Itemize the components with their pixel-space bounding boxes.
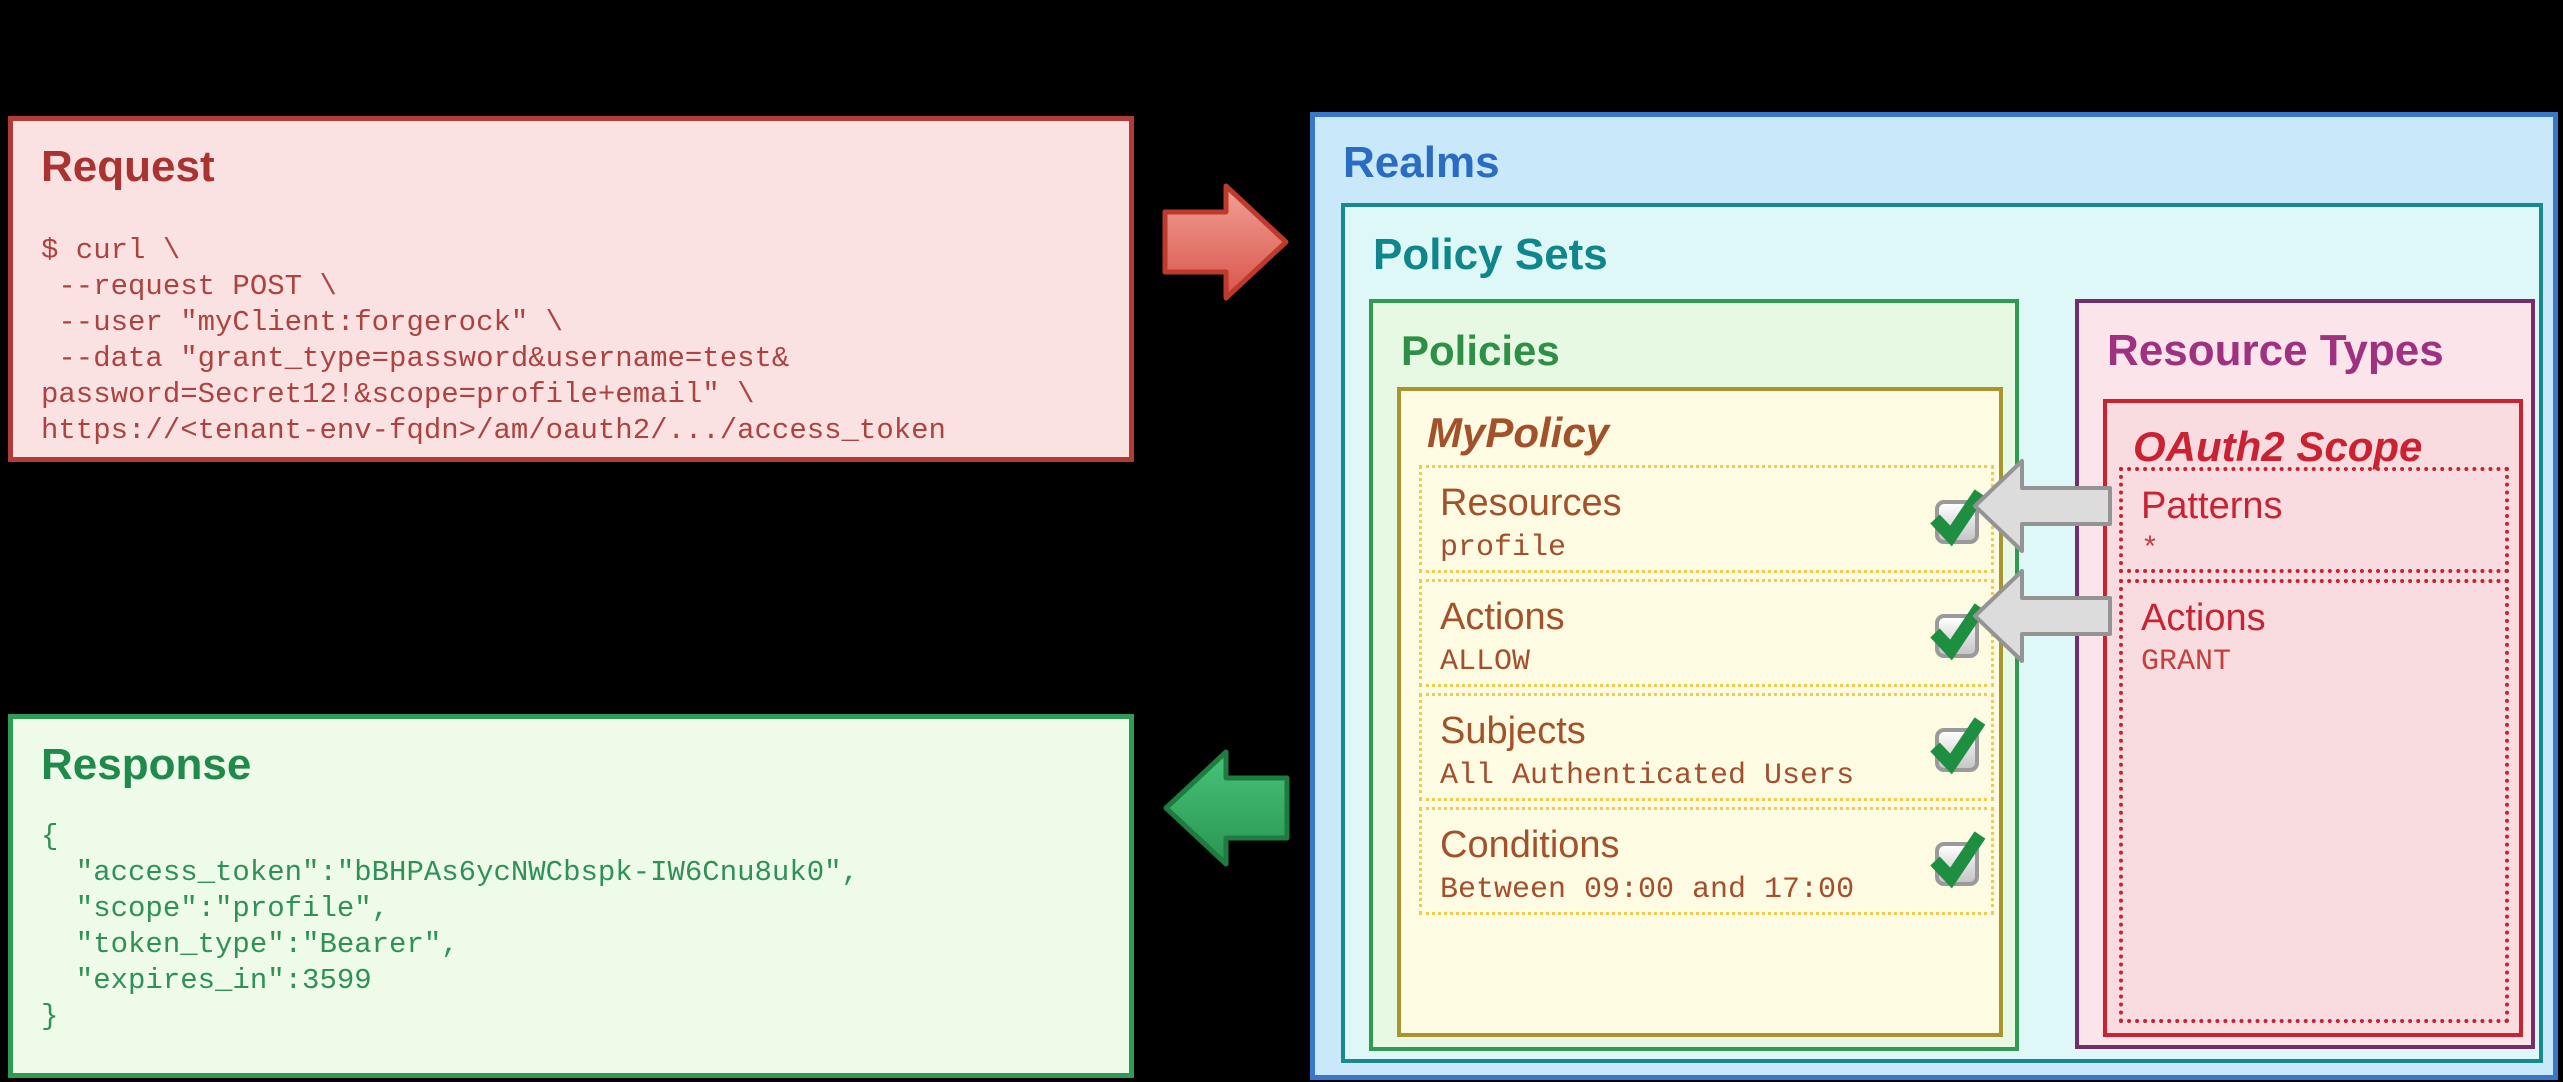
conditions-checkbox[interactable] bbox=[1930, 831, 1986, 889]
resource-type-item-value: * bbox=[2141, 533, 2160, 567]
request-panel: Request $ curl \ --request POST \ --user… bbox=[8, 116, 1134, 462]
checkmark-icon bbox=[1930, 603, 1986, 661]
resource-type-item-value: GRANT bbox=[2141, 645, 2232, 679]
policy-sets-title: Policy Sets bbox=[1373, 230, 1608, 279]
subjects-checkbox[interactable] bbox=[1930, 717, 1986, 775]
request-title: Request bbox=[41, 142, 215, 191]
policy-item-resources: Resources profile bbox=[1419, 465, 1994, 573]
response-code: { "access_token":"bBHPAs6ycNWCbspk-IW6Cn… bbox=[41, 820, 859, 1033]
oauth2-scope-panel: OAuth2 Scope Patterns * Actions GRANT bbox=[2103, 399, 2523, 1037]
my-policy-panel: MyPolicy Resources profile Actions ALLOW bbox=[1397, 387, 2003, 1037]
resource-type-item-label: Patterns bbox=[2141, 485, 2283, 527]
actions-mapping-arrow-icon bbox=[1973, 569, 2112, 663]
policy-item-label: Resources bbox=[1440, 482, 1622, 524]
policy-item-conditions: Conditions Between 09:00 and 17:00 bbox=[1419, 807, 1994, 915]
policy-item-value: profile bbox=[1440, 531, 1567, 565]
actions-checkbox[interactable] bbox=[1930, 603, 1986, 661]
realms-panel: Realms Policy Sets Policies MyPolicy Res… bbox=[1310, 112, 2558, 1080]
patterns-mapping-arrow-icon bbox=[1973, 459, 2112, 553]
oauth2-scope-title: OAuth2 Scope bbox=[2133, 423, 2423, 470]
policy-item-actions: Actions ALLOW bbox=[1419, 579, 1994, 687]
resource-type-item-patterns: Patterns * bbox=[2119, 467, 2509, 573]
policies-panel: Policies MyPolicy Resources profile Acti… bbox=[1369, 299, 2019, 1051]
policy-item-subjects: Subjects All Authenticated Users bbox=[1419, 693, 1994, 801]
response-arrow-icon bbox=[1163, 749, 1290, 867]
resource-type-item-actions: Actions GRANT bbox=[2119, 579, 2509, 1023]
policy-item-label: Actions bbox=[1440, 596, 1565, 638]
checkmark-icon bbox=[1930, 489, 1986, 547]
resource-types-panel: Resource Types OAuth2 Scope Patterns * A… bbox=[2075, 299, 2535, 1049]
my-policy-title: MyPolicy bbox=[1427, 409, 1610, 456]
checkmark-icon bbox=[1930, 831, 1986, 889]
resource-types-title: Resource Types bbox=[2107, 326, 2444, 375]
resources-checkbox[interactable] bbox=[1930, 489, 1986, 547]
policies-title: Policies bbox=[1401, 327, 1560, 374]
request-code: $ curl \ --request POST \ --user "myClie… bbox=[41, 234, 946, 447]
response-panel: Response { "access_token":"bBHPAs6ycNWCb… bbox=[8, 714, 1134, 1078]
policy-item-label: Subjects bbox=[1440, 710, 1586, 752]
policy-item-value: All Authenticated Users bbox=[1440, 759, 1855, 793]
policy-item-label: Conditions bbox=[1440, 824, 1620, 866]
policy-item-value: ALLOW bbox=[1440, 645, 1531, 679]
request-arrow-icon bbox=[1162, 183, 1289, 301]
realms-title: Realms bbox=[1343, 138, 1500, 187]
policy-item-value: Between 09:00 and 17:00 bbox=[1440, 873, 1855, 907]
response-title: Response bbox=[41, 740, 252, 789]
policy-sets-panel: Policy Sets Policies MyPolicy Resources … bbox=[1341, 203, 2543, 1063]
resource-type-item-label: Actions bbox=[2141, 597, 2266, 639]
checkmark-icon bbox=[1930, 717, 1986, 775]
